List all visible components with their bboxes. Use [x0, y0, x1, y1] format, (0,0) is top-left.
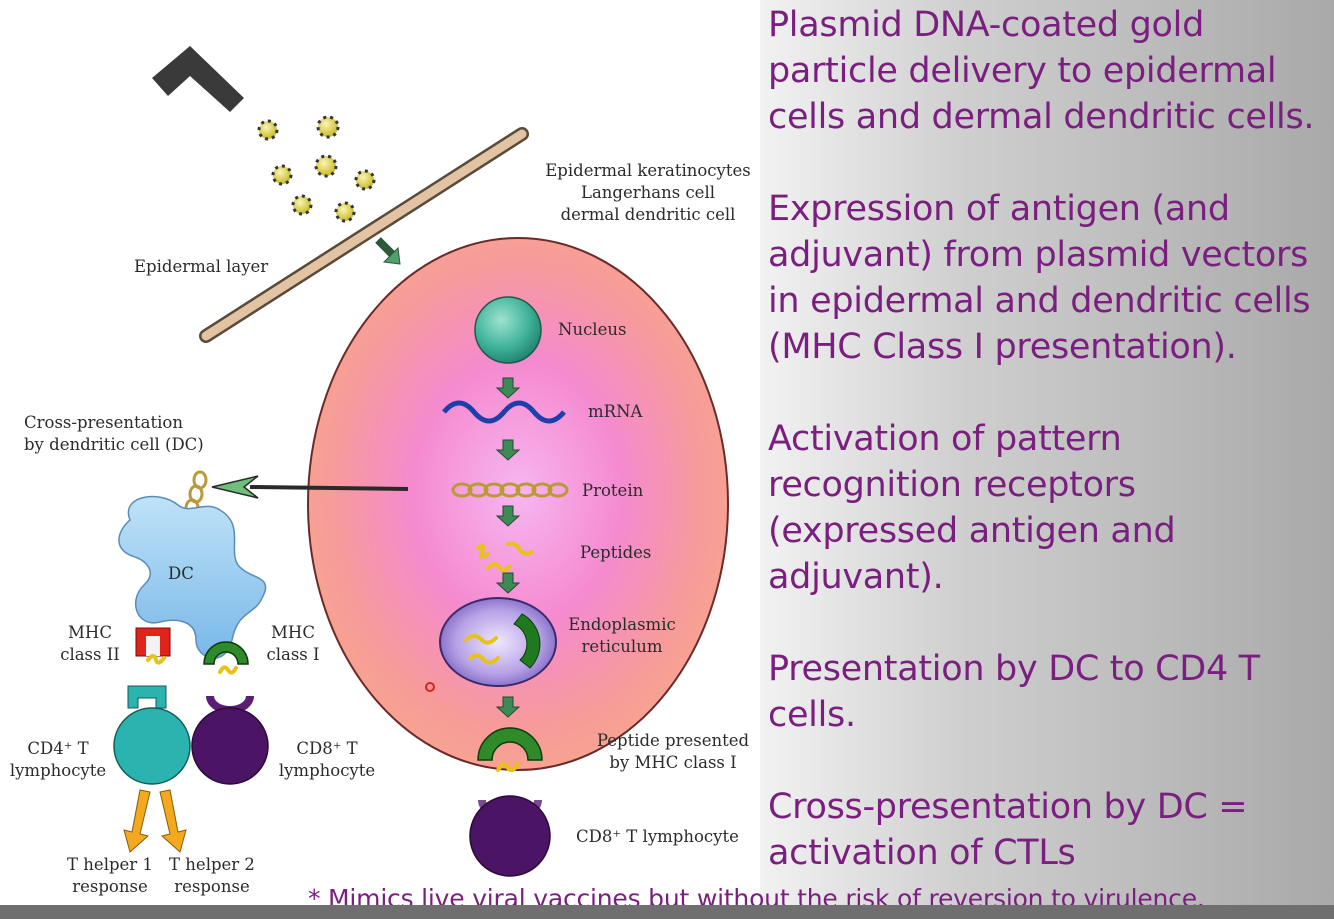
cross-presentation-label: Cross-presentation by dendritic cell (DC…	[24, 413, 204, 454]
nucleus-label: Nucleus	[558, 320, 627, 339]
dc-mhc-class1	[203, 641, 249, 675]
mhc-class2-label: MHC class II	[60, 623, 120, 664]
cd4-label: CD4⁺ T lymphocyte	[9, 739, 107, 780]
peptide-presented-label: Peptide presented by MHC class I	[596, 731, 750, 772]
peptides-label: Peptides	[580, 543, 652, 562]
gold-particle	[271, 164, 293, 186]
th1-label: T helper 1 response	[67, 855, 153, 896]
cd8-t-cell	[191, 696, 269, 785]
diagram-panel: Epidermal keratinocytes Langerhans cell …	[9, 46, 751, 896]
entry-arrow-icon	[375, 237, 401, 265]
surface-mhc-class1	[477, 727, 543, 773]
protein-label: Protein	[582, 481, 644, 500]
mhc-class2	[135, 627, 171, 665]
gold-particle	[257, 119, 279, 141]
th-response-arrows-icon	[123, 789, 187, 853]
cross-presentation-arrow-icon	[211, 475, 409, 499]
cd4-t-cell	[113, 685, 191, 785]
video-progress-bar[interactable]	[0, 905, 1334, 919]
explanation-text-panel: Plasmid DNA-coated gold particle deliver…	[768, 2, 1334, 919]
paragraph-prr-activation: Activation of pattern recognition recept…	[768, 419, 1176, 597]
peptides	[476, 541, 534, 573]
gene-gun-icon	[152, 46, 244, 112]
mrna-strand	[442, 400, 566, 424]
gold-particle	[354, 169, 376, 191]
endoplasmic-reticulum	[439, 597, 557, 687]
dna-vaccine-diagram	[113, 46, 729, 877]
cd8-label: CD8⁺ T lymphocyte	[278, 739, 376, 780]
protein-chain	[451, 482, 569, 498]
paragraph-cross-presentation: Cross-presentation by DC = activation of…	[768, 787, 1248, 873]
pathway-arrows	[495, 377, 521, 718]
th2-label: T helper 2 response	[169, 855, 255, 896]
paragraph-dc-presentation: Presentation by DC to CD4 T cells.	[768, 649, 1260, 735]
gold-particle	[334, 201, 356, 223]
nucleus	[474, 296, 542, 364]
gold-particle	[291, 194, 313, 216]
target-cell	[307, 237, 729, 771]
er-label: Endoplasmic reticulum	[568, 615, 676, 656]
epidermal-layer-label: Epidermal layer	[134, 257, 269, 276]
paragraph-antigen-expression: Expression of antigen (and adjuvant) fro…	[768, 189, 1311, 367]
dc-label: DC	[168, 564, 194, 583]
gold-particle	[314, 154, 338, 178]
target-cells-label: Epidermal keratinocytes Langerhans cell …	[545, 161, 751, 224]
paragraph-gold-delivery: Plasmid DNA-coated gold particle deliver…	[768, 5, 1315, 137]
gold-particle	[316, 115, 340, 139]
mrna-label: mRNA	[588, 402, 643, 421]
cd8-t-cell-bottom	[469, 795, 551, 877]
video-progress-fill	[0, 905, 1334, 919]
marker-ring	[425, 682, 435, 692]
epidermal-layer-bar	[199, 127, 529, 343]
cd8-bottom-label: CD8⁺ T lymphocyte	[576, 827, 739, 846]
mhc-class1-label: MHC class I	[266, 623, 320, 664]
dendritic-cell	[118, 495, 267, 659]
